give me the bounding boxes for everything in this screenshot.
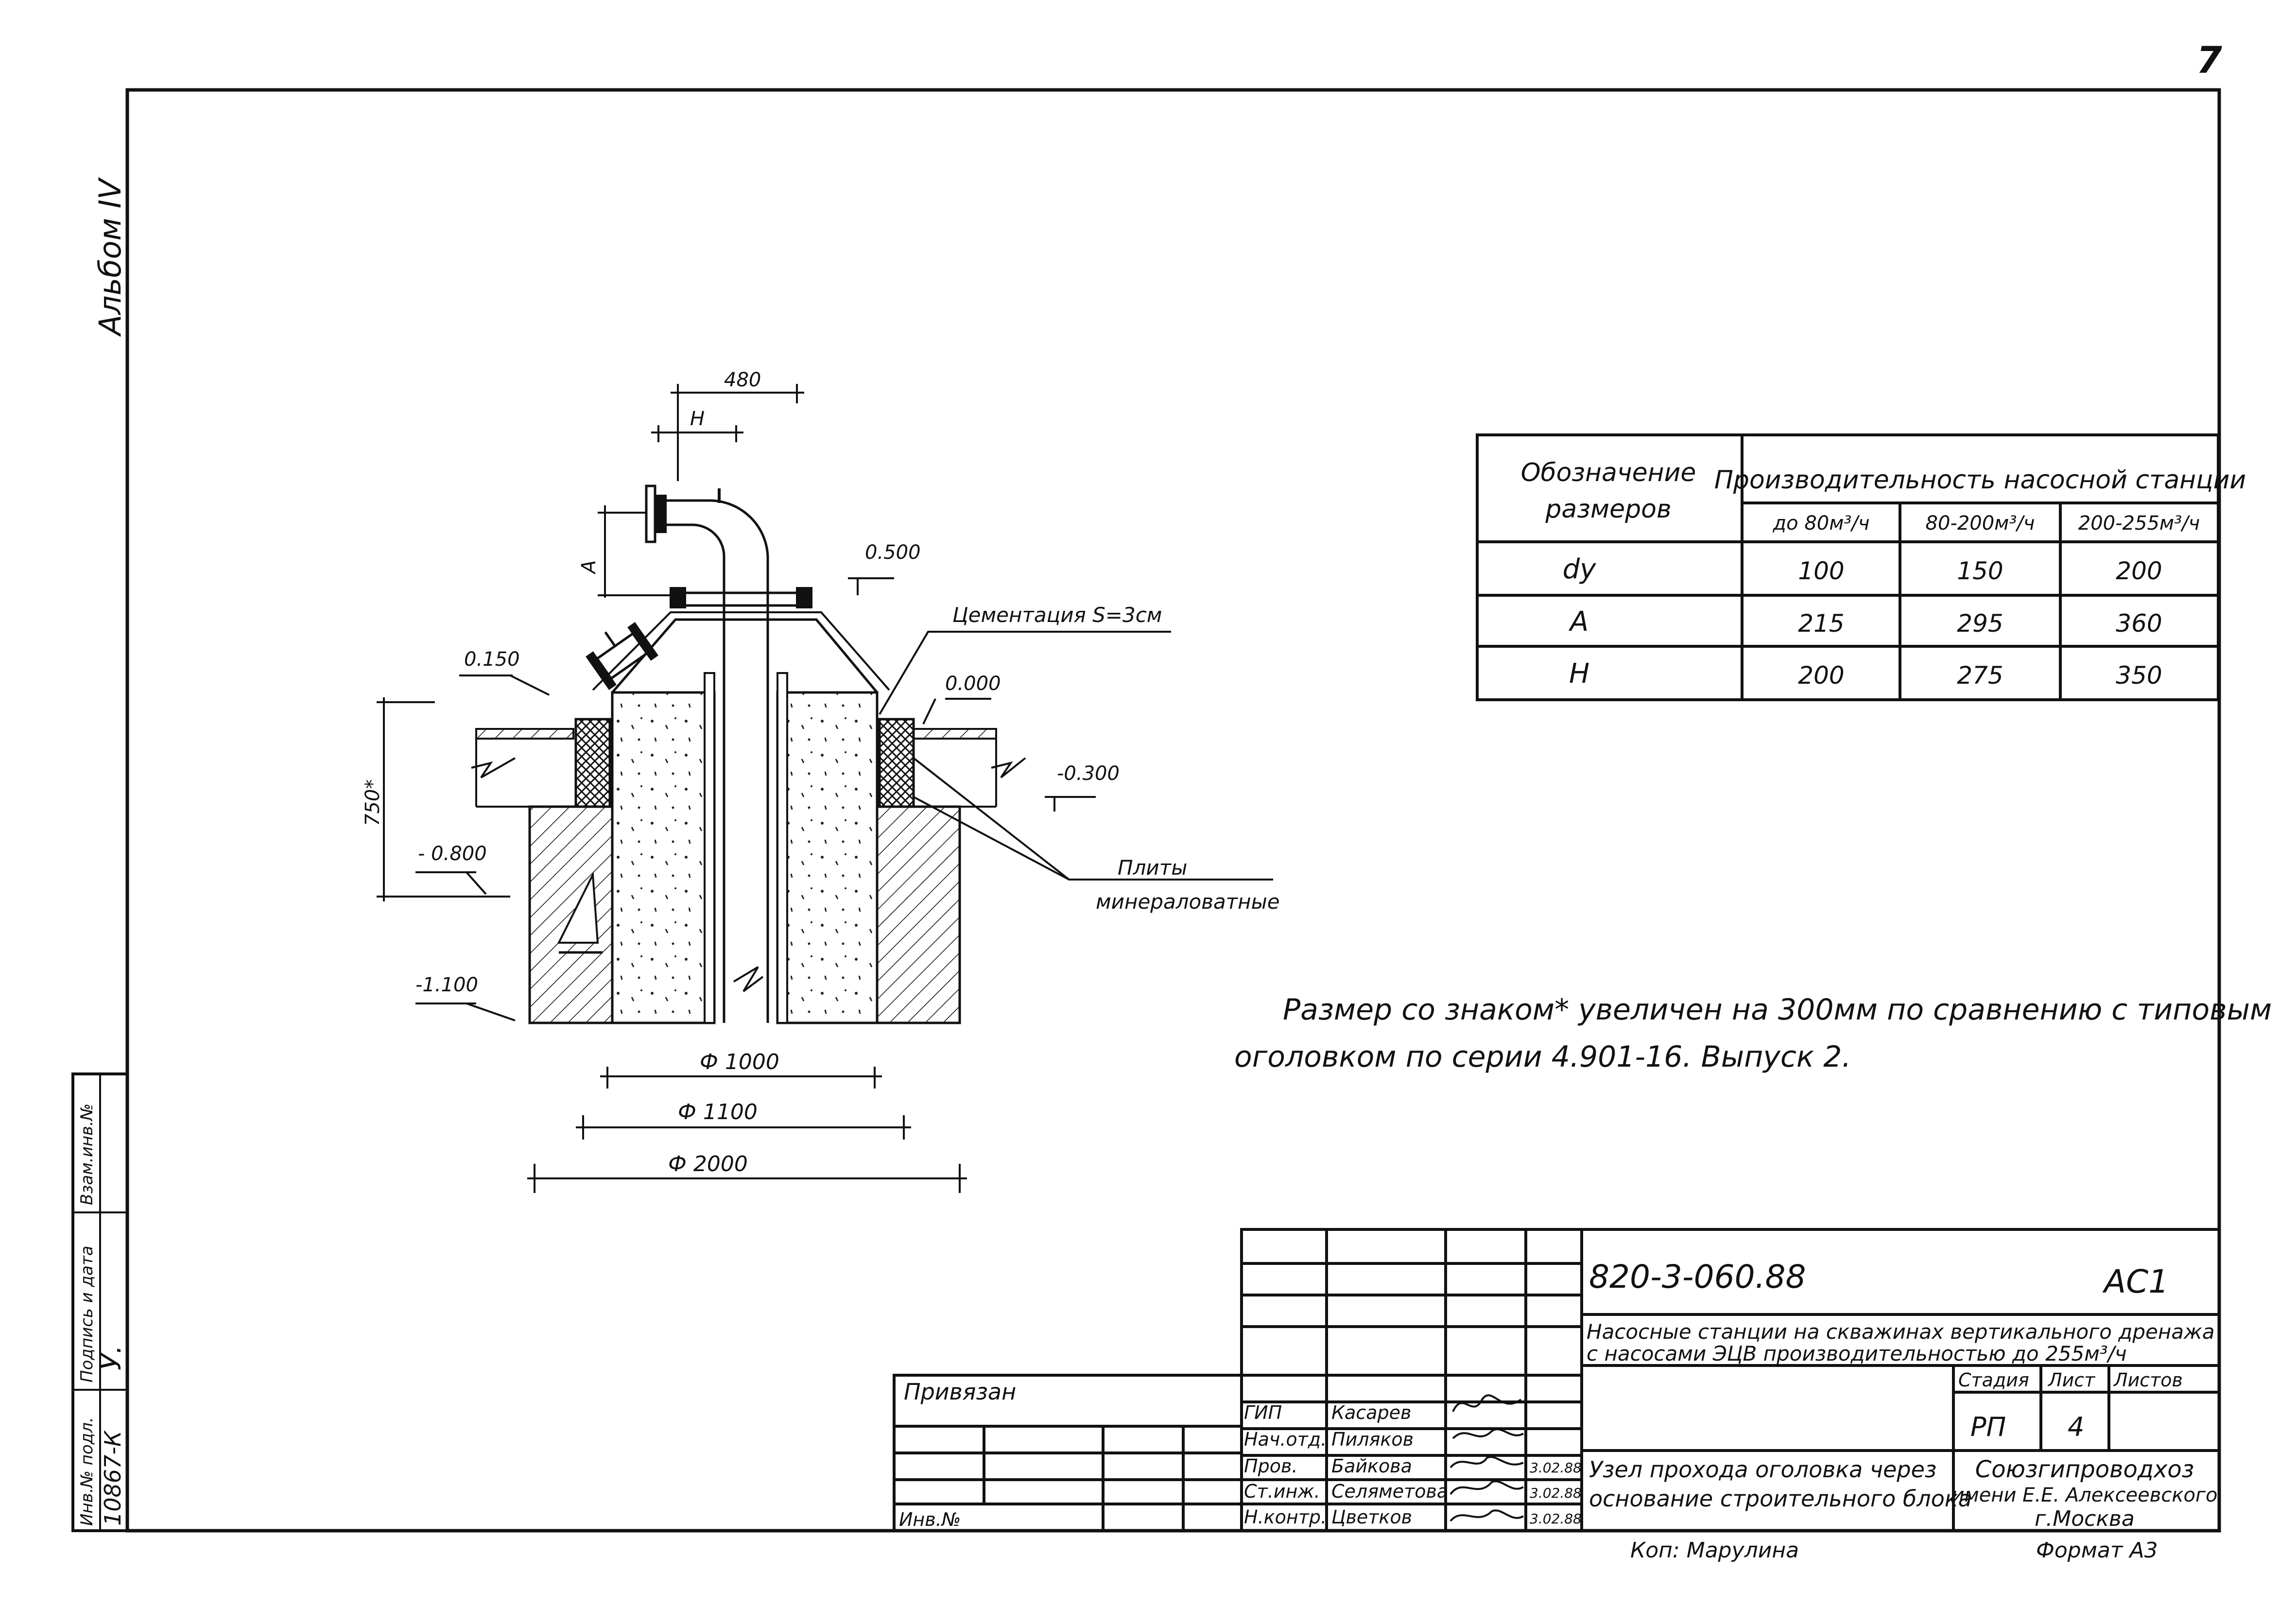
table-cell: 200 bbox=[2116, 557, 2162, 585]
elev-0500: 0.500 bbox=[865, 541, 921, 564]
sheet-value: 4 bbox=[2068, 1412, 2084, 1442]
signature-mark: У. bbox=[96, 1345, 127, 1370]
person-name: Цветков bbox=[1331, 1506, 1412, 1528]
elev-0150: 0.150 bbox=[464, 648, 520, 671]
dim-750: 750* bbox=[362, 779, 384, 826]
table-header-group: Производительность насосной станции bbox=[1714, 466, 2246, 495]
person-role: ГИП bbox=[1244, 1402, 1282, 1423]
table-cell: 200 bbox=[1798, 661, 1844, 690]
table-cell: 350 bbox=[2116, 661, 2162, 690]
signature-date-label: Подпись и дата bbox=[77, 1245, 97, 1382]
person-name: Селяметова bbox=[1331, 1481, 1448, 1502]
left-stamp: Взам.инв.№ Подпись и дата Инв.№ подл. 10… bbox=[71, 1072, 129, 1532]
signatures bbox=[1450, 1394, 1524, 1522]
org-city: г.Москва bbox=[2035, 1506, 2135, 1531]
vzam-inv-label: Взам.инв.№ bbox=[77, 1104, 97, 1205]
table-row-name: H bbox=[1569, 658, 1589, 690]
person-date: 3.02.88 bbox=[1530, 1485, 1582, 1501]
person-role: Н.контр. bbox=[1244, 1506, 1327, 1528]
note-line-1: Размер со знаком* увеличен на 300мм по с… bbox=[1283, 993, 2272, 1027]
inv-no-label: Инв.№ bbox=[899, 1509, 961, 1530]
dimensions-table: Обозначение размеров Производительность … bbox=[1476, 433, 2246, 701]
person-date: 3.02.88 bbox=[1530, 1460, 1582, 1476]
table-subheader-1: до 80м³/ч bbox=[1772, 512, 1869, 535]
table-cell: 100 bbox=[1798, 557, 1844, 585]
format-label: Формат А3 bbox=[2036, 1538, 2158, 1563]
org-name-2: имени Е.Е. Алексеевского bbox=[1952, 1484, 2218, 1506]
label-plates-1: Плиты bbox=[1118, 856, 1187, 880]
stage-label: Стадия bbox=[1958, 1369, 2029, 1391]
person-name: Байкова bbox=[1331, 1455, 1412, 1477]
inv-podl-value: 10867-К bbox=[100, 1430, 126, 1526]
sheets-label: Листов bbox=[2113, 1369, 2183, 1391]
table-cell: 275 bbox=[1957, 661, 2003, 690]
sheet-label: Лист bbox=[2047, 1369, 2096, 1391]
table-cell: 360 bbox=[2116, 609, 2162, 638]
table-cell: 215 bbox=[1798, 609, 1844, 638]
dim-phi1100: Ф 1100 bbox=[678, 1100, 758, 1124]
label-cementation: Цементация S=3см bbox=[952, 603, 1162, 627]
dimension-lines bbox=[377, 384, 1273, 1193]
drawing-title-2: основание строительного блока bbox=[1589, 1486, 1972, 1512]
org-name-1: Союзгипроводхоз bbox=[1975, 1456, 2194, 1483]
person-role: Ст.инж. bbox=[1244, 1481, 1320, 1502]
project-title-2: с насосами ЭЦВ производительностью до 25… bbox=[1587, 1342, 2127, 1365]
wellhead-section-drawing bbox=[471, 484, 1026, 1024]
dim-phi2000: Ф 2000 bbox=[668, 1152, 748, 1176]
dimension-texts: 480 H A 0.500 0.150 0.000 -0.300 750* - … bbox=[362, 369, 1280, 1176]
privyazan-label: Привязан bbox=[904, 1379, 1016, 1405]
sheet-mark: АС1 bbox=[2102, 1263, 2169, 1300]
album-label: Альбом IV bbox=[92, 176, 128, 337]
table-header-col-2: размеров bbox=[1545, 495, 1671, 524]
dim-phi1000: Ф 1000 bbox=[700, 1050, 779, 1074]
table-row-name: A bbox=[1569, 606, 1588, 638]
inv-podl-label: Инв.№ подл. bbox=[77, 1417, 97, 1526]
dim-480: 480 bbox=[724, 369, 761, 391]
elev-m0800: - 0.800 bbox=[418, 843, 487, 865]
page-number: 7 bbox=[2196, 38, 2222, 82]
stage-value: РП bbox=[1970, 1412, 2006, 1442]
person-role: Пров. bbox=[1244, 1455, 1297, 1477]
copied-by: Коп: Марулина bbox=[1630, 1538, 1799, 1563]
project-title-1: Насосные станции на скважинах вертикальн… bbox=[1587, 1320, 2215, 1344]
note-line-2: оголовком по серии 4.901-16. Выпуск 2. bbox=[1234, 1040, 1851, 1074]
table-cell: 150 bbox=[1957, 557, 2003, 585]
table-row-name: dy bbox=[1563, 553, 1597, 585]
table-subheader-2: 80-200м³/ч bbox=[1926, 512, 2035, 535]
table-header-col-1: Обозначение bbox=[1521, 458, 1696, 487]
person-name: Касарев bbox=[1331, 1402, 1411, 1423]
person-date: 3.02.88 bbox=[1530, 1511, 1582, 1527]
table-cell: 295 bbox=[1957, 609, 2003, 638]
dim-H: H bbox=[690, 408, 705, 430]
elev-m1100: -1.100 bbox=[415, 974, 478, 996]
title-block: 820-3-060.88 АС1 Насосные станции на скв… bbox=[893, 1228, 2221, 1532]
elev-0000: 0.000 bbox=[945, 673, 1001, 695]
elev-m0300: -0.300 bbox=[1057, 762, 1120, 785]
doc-code: 820-3-060.88 bbox=[1589, 1258, 1806, 1296]
label-plates-2: минераловатные bbox=[1096, 890, 1280, 914]
table-subheader-3: 200-255м³/ч bbox=[2078, 512, 2200, 535]
dim-A: A bbox=[578, 560, 600, 575]
person-name: Пиляков bbox=[1331, 1429, 1414, 1450]
drawing-title-1: Узел прохода оголовка через bbox=[1589, 1456, 1936, 1483]
person-role: Нач.отд. bbox=[1244, 1429, 1327, 1450]
